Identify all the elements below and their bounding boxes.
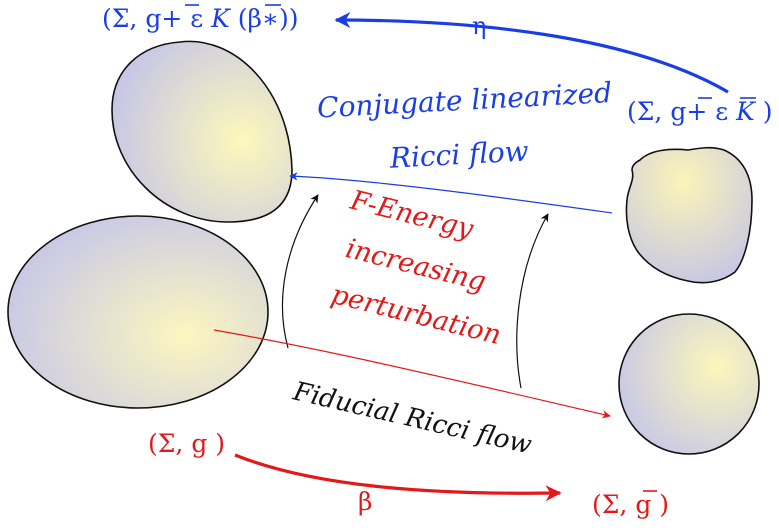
fiducial-flow-label: Fiducial Ricci flow [289,376,534,460]
svg-text:Ricci flow: Ricci flow [388,134,529,174]
conjugate-flow-arrow [289,172,613,214]
beta-arrow [234,453,562,502]
label-bottom-left: (Σ, g ) [148,429,225,458]
k-bar: K [735,97,756,126]
svg-text:Conjugate linearized: Conjugate linearized [316,76,612,124]
label-bottom-right: (Σ, g ) [592,490,669,519]
svg-text:(Σ, g+ ε K (β∗)): (Σ, g+ ε K (β∗)) [102,4,298,33]
perturbed-shape-right-top [625,146,753,284]
k-bar: K [210,4,231,33]
label-top-right: (Σ, g+ ε K ) [627,97,773,126]
eta-arrow [334,12,729,94]
fiducial-flow-arrow [213,329,611,419]
label-top-left: (Σ, g+ ε K (β∗)) [102,4,298,33]
eta-label: η [472,12,486,40]
g-bar: g [670,97,686,126]
evolved-shape-right-bottom [618,313,760,455]
svg-text:(Σ, g+ ε K ): (Σ, g+ ε K ) [627,97,773,126]
perturbation-arrow-left [281,194,319,349]
beta-label: β [358,487,372,516]
initial-shape-mid-left [7,215,269,409]
g-bar: g [145,4,161,33]
conjugate-flow-label: Conjugate linearized Ricci flow [316,76,612,175]
g-bar: g [635,490,651,519]
perturbed-shape-top-left [111,40,293,223]
svg-text:(Σ, g ): (Σ, g ) [592,490,669,519]
perturbation-arrow-right [516,213,549,389]
energy-perturbation-label: F-Energy increasing perturbation [328,185,504,351]
